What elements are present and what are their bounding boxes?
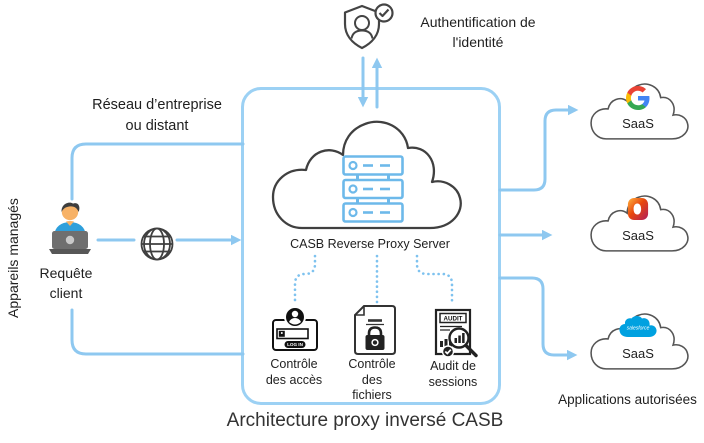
auth-label: Authentification de l'identité [400, 12, 556, 52]
saas-cloud-office: SaaS [578, 190, 698, 256]
file-control-label: Contrôle des fichiers [348, 357, 396, 402]
network-label-line2: ou distant [125, 118, 189, 134]
network-label-line1: Réseau d’entreprise [92, 97, 222, 113]
edge-user-top-to-box [70, 142, 245, 201]
google-logo-icon [626, 86, 650, 110]
edge-user-bottom-to-box [70, 308, 245, 356]
auth-label-line1: Authentification de [420, 14, 536, 30]
edge-box-to-saas-3 [498, 276, 578, 361]
saas-cloud-google: SaaS [578, 78, 698, 144]
saas-label: SaaS [622, 346, 654, 361]
authorized-apps-label: Applications autorisées [558, 392, 697, 407]
office-logo-icon [627, 198, 649, 220]
access-control-icon: LOG IN [272, 306, 318, 351]
saas-label: SaaS [622, 228, 654, 243]
diagram-caption: Architecture proxy inversé CASB [226, 410, 504, 431]
access-control-label: Contrôle des accès [265, 357, 323, 387]
session-audit-label: Audit de sessions [428, 359, 478, 389]
auth-label-line2: l'identité [452, 34, 504, 50]
login-icon-text: LOG IN [287, 342, 304, 347]
identity-shield-icon [343, 3, 394, 50]
edge-box-to-saas-1 [498, 104, 579, 192]
network-label: Réseau d’entreprise ou distant [83, 95, 231, 137]
casb-cloud-label: CASB Reverse Proxy Server [290, 237, 450, 251]
salesforce-logo-icon: salesforce [619, 316, 657, 337]
client-request-line2: client [49, 285, 83, 301]
globe-icon [140, 227, 174, 261]
client-request-label: Requête client [20, 263, 112, 303]
managed-devices-label: Appareils managés [5, 198, 21, 318]
audit-icon-text: AUDIT [444, 316, 463, 323]
client-request-line1: Requête [39, 265, 93, 281]
salesforce-logo-text: salesforce [627, 326, 650, 332]
saas-cloud-salesforce: salesforce SaaS [578, 308, 698, 374]
session-audit-icon: AUDIT [434, 308, 478, 358]
saas-label: SaaS [622, 116, 654, 131]
user-laptop-icon [49, 202, 91, 254]
file-control-icon [354, 305, 396, 355]
server-stack-icon [342, 155, 404, 223]
